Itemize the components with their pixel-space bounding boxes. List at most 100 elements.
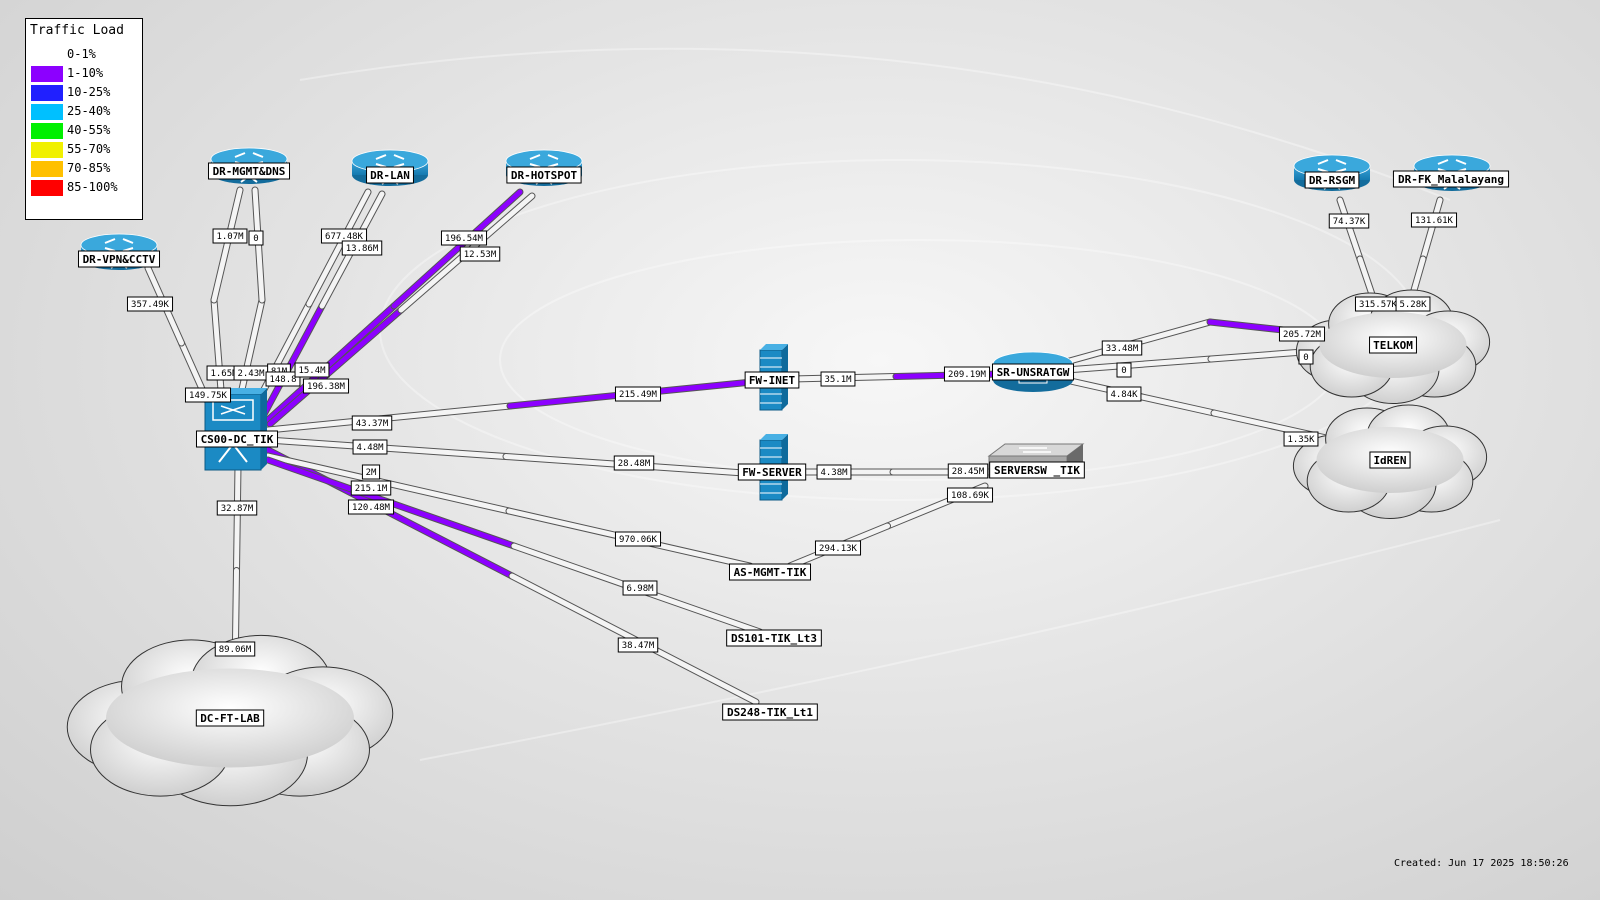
link-hotspot-1-in[interactable] [391,189,523,309]
legend-item-6: 70-85% [31,160,141,177]
link-unsrat-telkom-2-label-a-text: 0 [1121,366,1126,376]
link-rsgm-telkom-label-b[interactable]: 315.57K [1354,296,1402,312]
labels-layer: 149.75K357.49K1.65M1.07M2.43M081M677.48K… [77,162,1510,727]
link-unsrat-idren-label-a-text: 4.84K [1110,390,1138,400]
link-unsrat-idren-label-a[interactable]: 4.84K [1106,386,1142,402]
node-label-ds248[interactable]: DS248-TIK_Lt1 [722,703,818,721]
link-mgmt-1-label-b[interactable]: 1.07M [212,228,248,244]
node-label-unsrat[interactable]: SR-UNSRATGW [991,363,1075,381]
legend-item-3: 25-40% [31,103,141,120]
node-label-serversw[interactable]: SERVERSW _TIK [989,461,1085,479]
link-ds248-label-b[interactable]: 38.47M [617,637,659,653]
link-unsrat-telkom-2-out[interactable] [1063,356,1214,373]
node-label-hotspot[interactable]: DR-HOTSPOT [506,166,582,184]
legend-swatch-0 [31,47,63,63]
link-ds101-label-a[interactable]: 120.48M [347,499,395,515]
link-fw-server-label-a[interactable]: 4.48M [352,439,388,455]
node-label-asmgmt[interactable]: AS-MGMT-TIK [728,563,812,581]
link-mgmt-1-in[interactable] [211,187,243,303]
node-label-telkom[interactable]: TELKOM [1369,336,1417,354]
link-unsrat-telkom-2-label-b[interactable]: 0 [1298,349,1314,365]
link-hotspot-2-label-a[interactable]: 196.38M [302,378,350,394]
link-mgmt-2-label-b-text: 0 [253,234,258,244]
link-rsgm-telkom-out[interactable] [1337,197,1363,262]
node-label-mgmt-text: DR-MGMT&DNS [213,165,286,178]
node-label-dcftlab[interactable]: DC-FT-LAB [195,709,265,727]
link-ds248-label-a[interactable]: 2M [361,464,381,480]
link-rsgm-telkom-label-b-text: 315.57K [1359,300,1398,310]
node-label-cs00-text: CS00-DC_TIK [201,433,274,446]
link-ds101-label-b[interactable]: 6.98M [622,580,658,596]
link-lan-2-label-b-text: 13.86M [346,244,379,254]
link-fw-inet-label-b[interactable]: 215.49M [614,386,662,402]
link-fwserver-sw-label-b[interactable]: 28.45M [947,463,989,479]
link-unsrat-telkom-1-label-b[interactable]: 205.72M [1278,326,1326,342]
link-ds101-label-b-text: 6.98M [626,584,654,594]
link-fwserver-sw-label-a[interactable]: 4.38M [816,464,852,480]
node-label-mgmt[interactable]: DR-MGMT&DNS [207,162,291,180]
link-fw-inet-label-a[interactable]: 43.37M [351,415,393,431]
link-lan-2-out[interactable] [259,303,325,421]
node-label-vpn-text: DR-VPN&CCTV [83,253,156,266]
link-unsrat-idren-label-b[interactable]: 1.35K [1283,431,1319,447]
link-dc-ft-lab-label-b-text: 89.06M [219,645,252,655]
link-mgmt-2-label-a[interactable]: 2.43M [233,365,269,381]
link-rsgm-telkom-label-a[interactable]: 74.37K [1328,213,1370,229]
link-fwinet-unsrat-label-a[interactable]: 35.1M [820,371,856,387]
link-dc-ft-lab-label-a-text: 32.87M [221,504,254,514]
link-fw-server-label-b-text: 28.48M [618,459,651,469]
link-dc-ft-lab-label-a[interactable]: 32.87M [216,500,258,516]
link-sw-asmgmt-label-b-text: 294.13K [819,544,858,554]
link-unsrat-telkom-2-label-a[interactable]: 0 [1116,362,1132,378]
link-lan-1-in[interactable] [306,189,371,307]
link-fk-telkom-label-b[interactable]: 5.28K [1395,296,1431,312]
link-dc-ft-lab-out[interactable] [234,463,241,573]
node-label-rsgm[interactable]: DR-RSGM [1304,171,1360,189]
link-fw-server-label-b[interactable]: 28.48M [613,455,655,471]
link-vpn-label-b[interactable]: 357.49K [126,296,174,312]
link-dc-ft-lab-label-b[interactable]: 89.06M [214,641,256,657]
legend-swatch-3 [31,104,63,120]
link-hotspot-1-label-b[interactable]: 196.54M [440,230,488,246]
legend-swatch-7 [31,180,63,196]
link-as-mgmt-label-a[interactable]: 215.1M [350,480,392,496]
legend-swatch-6 [31,161,63,177]
link-lan-2-label-a[interactable]: 148.8 [265,371,301,387]
link-fwinet-unsrat-label-b[interactable]: 209.19M [943,366,991,382]
link-vpn-label-b-text: 357.49K [131,300,170,310]
link-sw-asmgmt-label-b[interactable]: 294.13K [814,540,862,556]
legend-label-5: 55-70% [67,142,111,156]
node-label-idren[interactable]: IdREN [1369,451,1411,469]
link-hotspot-2-out[interactable] [267,307,404,427]
link-fk-telkom-out[interactable] [1420,197,1443,262]
link-lan-1-label-b-text: 677.48K [325,232,364,242]
link-hotspot-1-out[interactable] [265,303,397,423]
link-mgmt-2-label-b[interactable]: 0 [248,230,264,246]
link-as-mgmt-label-a-text: 215.1M [355,484,388,494]
link-fwinet-unsrat-label-a-text: 35.1M [824,375,852,385]
link-hotspot-1-label-a[interactable]: 15.4M [294,362,330,378]
link-sw-asmgmt-label-a[interactable]: 108.69K [946,487,994,503]
node-label-fwinet[interactable]: FW-INET [744,371,800,389]
node-label-fwserver[interactable]: FW-SERVER [737,463,807,481]
link-hotspot-2-label-b[interactable]: 12.53M [459,246,501,262]
link-as-mgmt-label-b-text: 970.06K [619,535,658,545]
legend-label-6: 70-85% [67,161,111,175]
node-label-fkmal[interactable]: DR-FK_Malalayang [1392,170,1510,188]
node-label-lan[interactable]: DR-LAN [366,166,414,184]
node-label-cs00[interactable]: CS00-DC_TIK [195,430,279,448]
traffic-load-legend: Traffic Load 0-1% 1-10% 10-25% 25-40% 40… [25,18,143,220]
link-hotspot-1-label-a-text: 15.4M [298,366,326,376]
node-label-ds101[interactable]: DS101-TIK_Lt3 [726,629,822,647]
link-fk-telkom-label-a[interactable]: 131.61K [1410,212,1458,228]
link-as-mgmt-label-b[interactable]: 970.06K [614,531,662,547]
link-unsrat-telkom-1-label-a[interactable]: 33.48M [1101,340,1143,356]
link-lan-2-label-b[interactable]: 13.86M [341,240,383,256]
node-label-vpn[interactable]: DR-VPN&CCTV [77,250,161,268]
link-vpn-label-a[interactable]: 149.75K [184,387,232,403]
link-fk-telkom-label-a-text: 131.61K [1415,216,1454,226]
node-label-fwserver-text: FW-SERVER [742,466,802,479]
link-mgmt-2-label-a-text: 2.43M [237,369,265,379]
node-label-fkmal-text: DR-FK_Malalayang [1398,173,1504,186]
